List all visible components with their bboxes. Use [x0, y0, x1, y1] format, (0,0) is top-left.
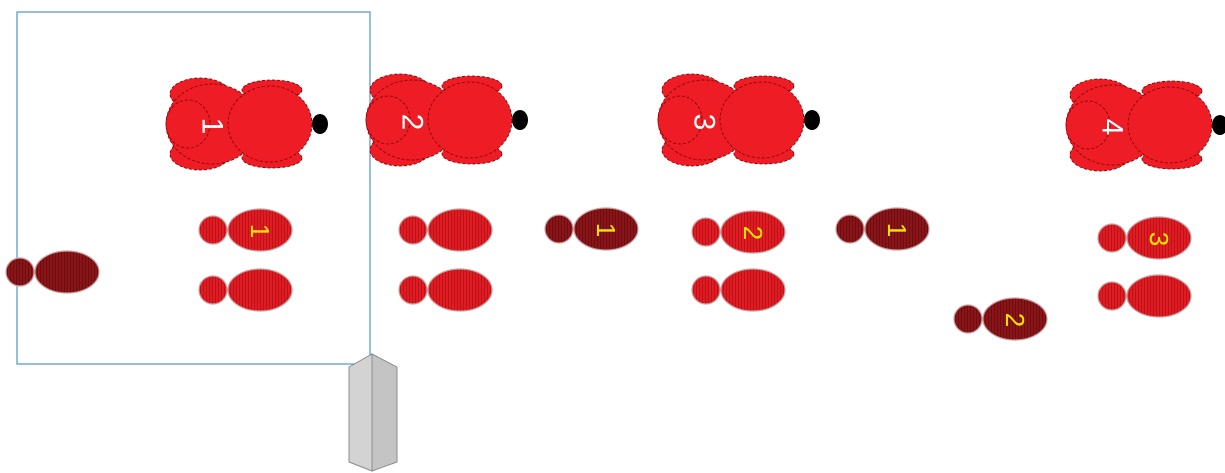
door-post-icon [349, 354, 397, 471]
step-number-label: 1 [591, 223, 621, 237]
footprint-icon [199, 269, 292, 311]
footprint-icon [399, 269, 492, 311]
footprint-icon: 1 [836, 208, 929, 250]
figure-top-view-icon: 2 [366, 74, 528, 166]
footprint-icon: 2 [954, 298, 1047, 340]
footprint-icon: 1 [545, 208, 638, 250]
footprint-icon: 3 [1098, 217, 1191, 259]
step-number-label: 2 [1000, 313, 1030, 327]
step-number-label: 1 [882, 223, 912, 237]
footprints-layer: 1 1 2 1 2 3 [6, 208, 1191, 340]
figure-number-label: 1 [196, 118, 229, 135]
figure-top-view-icon: 3 [658, 74, 820, 166]
figure-number-label: 2 [396, 114, 429, 131]
figure-number-label: 3 [688, 114, 721, 131]
step-number-label: 3 [1144, 232, 1174, 246]
footprint-icon [1098, 275, 1191, 317]
step-number-label: 2 [738, 226, 768, 240]
footprint-icon: 1 [199, 209, 292, 251]
figures-layer: 1 2 3 4 [166, 74, 1225, 171]
square-zone-icon [17, 12, 370, 364]
step-number-label: 1 [245, 224, 275, 238]
figure-top-view-icon: 4 [1066, 79, 1225, 171]
footprint-icon: 2 [692, 211, 785, 253]
footprint-icon [399, 209, 492, 251]
footprint-icon [6, 251, 99, 293]
figure-top-view-icon: 1 [166, 78, 328, 170]
footprint-icon [692, 269, 785, 311]
figure-number-label: 4 [1096, 119, 1129, 136]
